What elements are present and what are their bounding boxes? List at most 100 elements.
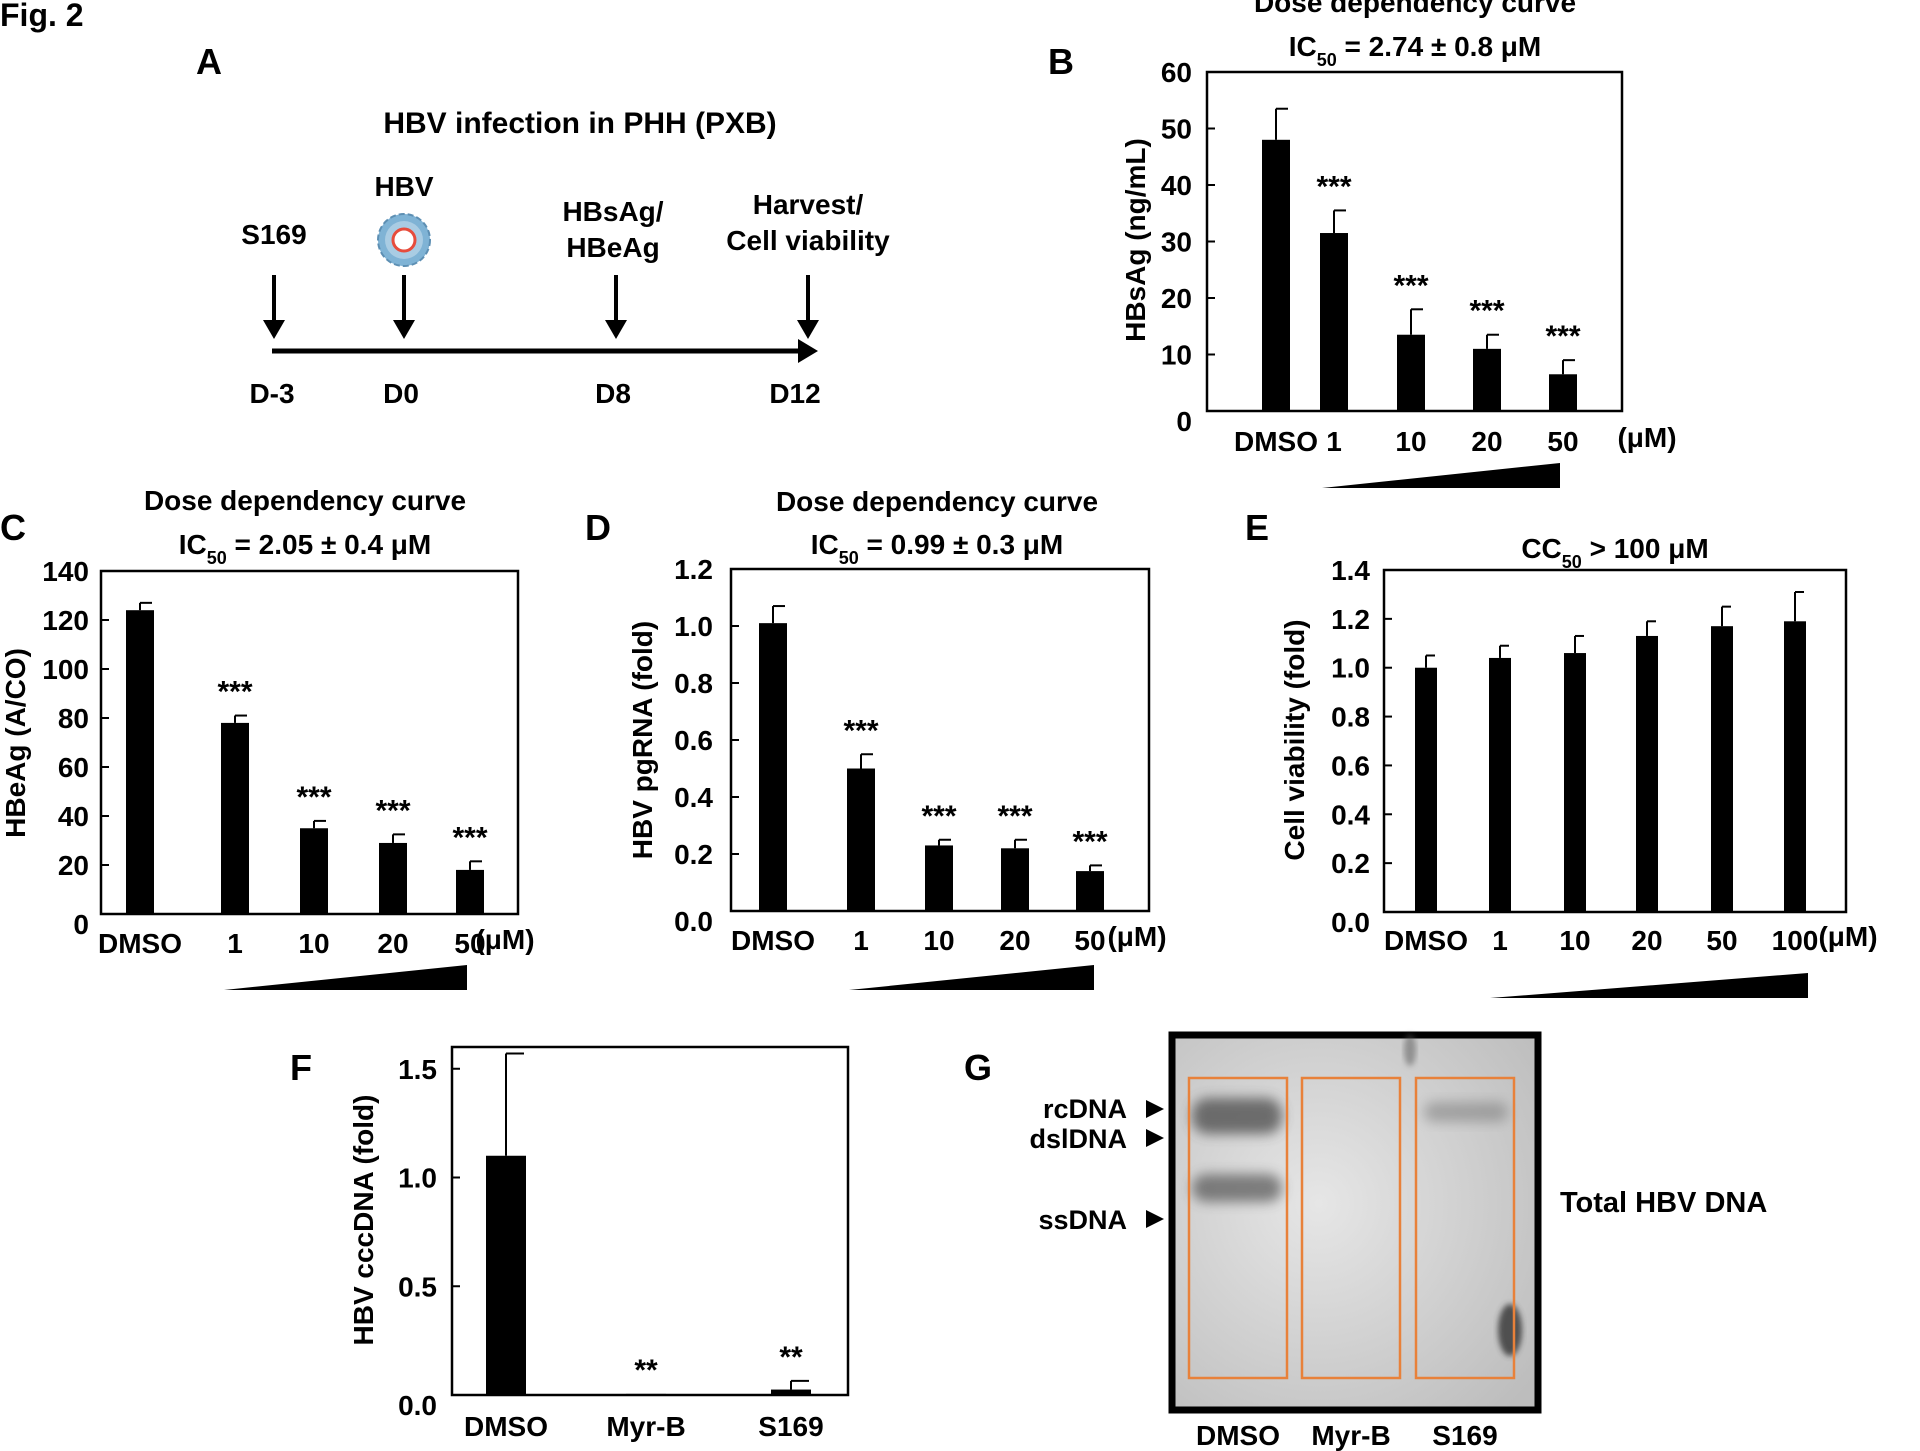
- x-category-label: 10: [1559, 925, 1590, 956]
- bar: [300, 828, 328, 914]
- panel-letter-e: E: [1245, 507, 1269, 548]
- significance-label: ***: [217, 676, 252, 709]
- blot-artifact: [1498, 1304, 1522, 1356]
- blot-caption: Total HBV DNA: [1560, 1187, 1767, 1219]
- x-category-label: 50: [1547, 426, 1578, 457]
- timeline-title: HBV infection in PHH (PXB): [383, 107, 776, 140]
- chart-title: Dose dependency curve: [144, 485, 466, 516]
- significance-label: ***: [452, 821, 487, 854]
- y-tick-label: 0.4: [674, 782, 713, 813]
- blot-band: [1424, 1102, 1508, 1122]
- y-axis-label: HBeAg (A/CO): [0, 648, 31, 838]
- significance-label: **: [779, 1341, 803, 1374]
- y-tick-label: 1.0: [1331, 653, 1370, 684]
- blot-band-label: ssDNA: [1038, 1205, 1127, 1235]
- arrow-right-icon: [1146, 1129, 1164, 1147]
- x-category-label: 1: [227, 928, 243, 959]
- bar: [1564, 653, 1586, 912]
- x-category-label: 10: [298, 928, 329, 959]
- significance-label: ***: [296, 781, 331, 814]
- x-category-label: 20: [999, 925, 1030, 956]
- bar: [1262, 139, 1290, 412]
- bar: [759, 623, 787, 911]
- y-tick-label: 40: [1161, 170, 1192, 201]
- bar: [456, 869, 484, 914]
- y-tick-label: 1.0: [398, 1163, 437, 1194]
- chart-title: Dose dependency curve: [1254, 0, 1576, 18]
- panel-letter-f: F: [290, 1047, 312, 1088]
- bar: [1549, 374, 1577, 411]
- bar: [1076, 871, 1104, 911]
- bar: [1001, 848, 1029, 911]
- arrow-right-icon: [1146, 1100, 1164, 1118]
- bar: [221, 722, 249, 914]
- timeline-arrowhead: [798, 339, 818, 363]
- blot-lane-label: S169: [1432, 1420, 1497, 1451]
- y-tick-label: 0.6: [674, 725, 713, 756]
- x-category-label: DMSO: [98, 928, 182, 959]
- bar: [925, 845, 953, 911]
- panel-letter-c: C: [0, 507, 26, 548]
- timeline-day-label: D-3: [249, 378, 294, 409]
- y-tick-label: 0: [1176, 406, 1192, 437]
- timeline-event-label: Harvest/: [753, 189, 864, 220]
- bar: [1711, 626, 1733, 912]
- x-category-label: 1: [1326, 426, 1342, 457]
- dose-wedge: [1322, 463, 1560, 488]
- timeline-day-label: D0: [383, 378, 419, 409]
- bar: [771, 1389, 811, 1395]
- y-tick-label: 140: [42, 556, 89, 587]
- x-category-label: 20: [377, 928, 408, 959]
- x-category-label: 100: [1772, 925, 1819, 956]
- blot-lane-label: Myr-B: [1311, 1420, 1390, 1451]
- bar: [379, 842, 407, 914]
- y-tick-label: 1.0: [674, 611, 713, 642]
- chart-title: IC50 = 2.05 ± 0.4 μM: [179, 529, 432, 568]
- y-tick-label: 20: [1161, 283, 1192, 314]
- blot-lane-box: [1300, 1076, 1402, 1380]
- dose-wedge: [224, 965, 467, 990]
- x-category-label: 50: [454, 928, 485, 959]
- y-tick-label: 1.2: [674, 554, 713, 585]
- y-tick-label: 20: [58, 850, 89, 881]
- significance-label: ***: [375, 794, 410, 827]
- y-tick-label: 0.6: [1331, 750, 1370, 781]
- dose-wedge: [1490, 973, 1808, 998]
- y-tick-label: 0.8: [1331, 702, 1370, 733]
- y-tick-label: 120: [42, 605, 89, 636]
- y-tick-label: 0: [73, 909, 89, 940]
- y-tick-label: 0.2: [1331, 848, 1370, 879]
- chart-title: Dose dependency curve: [776, 486, 1098, 517]
- bar: [847, 768, 875, 911]
- bar: [126, 610, 154, 914]
- x-unit-label: (μM): [1818, 921, 1877, 952]
- y-tick-label: 30: [1161, 227, 1192, 258]
- bar: [1415, 667, 1437, 912]
- arrow-right-icon: [1146, 1210, 1164, 1228]
- timeline-day-label: D12: [769, 378, 820, 409]
- blot-artifact: [1404, 1034, 1416, 1066]
- significance-label: **: [634, 1354, 658, 1387]
- y-tick-label: 40: [58, 801, 89, 832]
- y-tick-label: 0.0: [674, 906, 713, 937]
- x-category-label: DMSO: [731, 925, 815, 956]
- bar: [1397, 334, 1425, 411]
- x-category-label: 50: [1074, 925, 1105, 956]
- arrow-down-icon: [797, 320, 819, 339]
- chart-title: IC50 = 2.74 ± 0.8 μM: [1289, 31, 1542, 70]
- x-category-label: 10: [923, 925, 954, 956]
- timeline-event-label: HBeAg: [566, 232, 659, 263]
- blot-band-label: rcDNA: [1043, 1094, 1127, 1124]
- y-tick-label: 1.2: [1331, 604, 1370, 635]
- y-axis-label: Cell viability (fold): [1279, 619, 1310, 860]
- significance-label: ***: [921, 800, 956, 833]
- x-category-label: 20: [1471, 426, 1502, 457]
- x-unit-label: (μM): [1107, 921, 1166, 952]
- blot-panel: rcDNA dslDNA ssDNA DMSO Myr-B S169 Total…: [1029, 1031, 1767, 1451]
- y-axis-label: HBV pgRNA (fold): [627, 621, 658, 859]
- timeline-day-label: D8: [595, 378, 631, 409]
- y-tick-label: 0.4: [1331, 799, 1370, 830]
- blot-band: [1192, 1174, 1282, 1202]
